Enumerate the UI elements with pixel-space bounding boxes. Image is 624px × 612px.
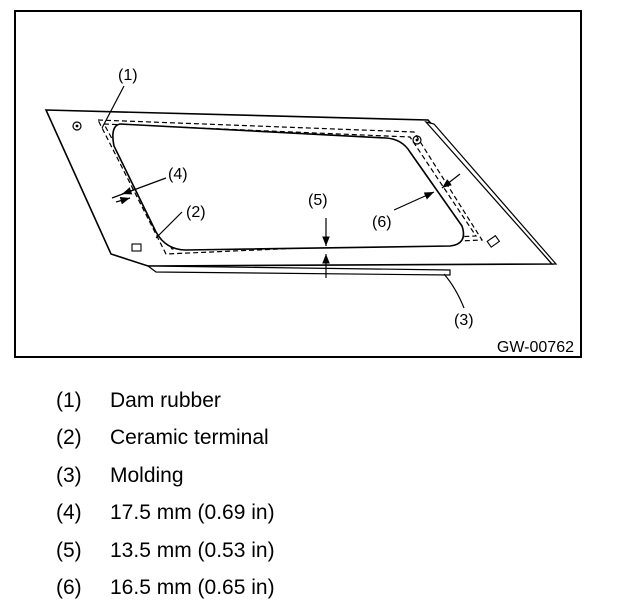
- legend-text: 16.5 mm (0.65 in): [110, 575, 275, 599]
- legend-text: Dam rubber: [110, 389, 221, 412]
- legend-list: (1) Dam rubber (2) Ceramic terminal (3) Mol…: [56, 384, 275, 608]
- figure-code: GW-00762: [497, 339, 574, 356]
- legend-text: Ceramic terminal: [110, 426, 269, 450]
- ceramic-terminal-line: [97, 119, 484, 255]
- callout-1: (1): [118, 67, 138, 84]
- legend-item: (2) Ceramic terminal: [56, 421, 275, 458]
- clip-front: [72, 121, 82, 131]
- diagram-figure: (1) (2) (3) (4) (5) (6) GW-00762: [14, 10, 582, 358]
- viewing-area: [112, 123, 465, 251]
- dimension-6-line-b: [441, 173, 461, 189]
- dimension-4-arrow-b: [115, 196, 131, 205]
- tab-rear: [486, 234, 501, 248]
- legend-item: (1) Dam rubber: [56, 384, 275, 421]
- molding-strip: [146, 265, 451, 276]
- clip-rear: [412, 135, 422, 145]
- leader-3: [443, 273, 465, 309]
- callout-2: (2): [186, 204, 206, 221]
- clip-rear-center: [415, 138, 419, 142]
- legend-item: (6) 16.5 mm (0.65 in): [56, 571, 275, 608]
- legend-item: (5) 13.5 mm (0.53 in): [56, 534, 275, 571]
- dimension-4-line: [111, 177, 167, 199]
- tab-front: [131, 243, 142, 252]
- leader-1: [101, 85, 125, 129]
- legend-number: (4): [56, 501, 82, 525]
- glass-diagram: (1) (2) (3) (4) (5) (6) GW-00762: [44, 67, 574, 356]
- rear-molding: [424, 120, 558, 265]
- callout-4: (4): [168, 166, 188, 183]
- legend-number: (2): [56, 426, 82, 450]
- dimension-6-line-a: [393, 191, 435, 211]
- legend-number: (6): [56, 575, 82, 599]
- callout-6: (6): [372, 214, 392, 231]
- callout-3: (3): [454, 312, 474, 329]
- legend-number: (1): [56, 389, 82, 412]
- legend-text: 13.5 mm (0.53 in): [110, 538, 275, 562]
- legend-item: (3) Molding: [56, 459, 275, 496]
- legend-text: Molding: [110, 463, 184, 487]
- legend-text: 17.5 mm (0.69 in): [110, 501, 275, 525]
- legend-number: (3): [56, 463, 82, 487]
- legend-item: (4) 17.5 mm (0.69 in): [56, 496, 275, 533]
- dimension-4-arrow-a: [121, 187, 137, 195]
- callout-5: (5): [308, 192, 328, 209]
- leader-2: [155, 211, 183, 239]
- legend-number: (5): [56, 538, 82, 562]
- clip-front-center: [75, 124, 79, 128]
